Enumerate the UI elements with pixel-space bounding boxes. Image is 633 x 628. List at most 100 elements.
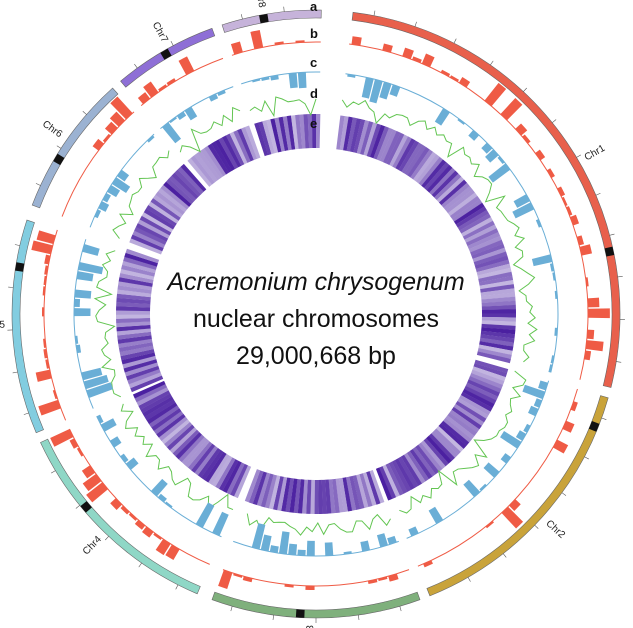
track-b-bar bbox=[509, 499, 521, 511]
track-b-bar bbox=[143, 81, 159, 98]
track-e-cell bbox=[413, 151, 437, 182]
track-e-cell bbox=[453, 403, 485, 426]
track-e-cell bbox=[122, 260, 156, 274]
track-c-bar bbox=[512, 202, 535, 219]
track-e-cell bbox=[233, 465, 252, 499]
track-e-cell bbox=[117, 335, 152, 344]
track-e-cell bbox=[392, 136, 412, 169]
scale-tick bbox=[12, 371, 18, 374]
track-e-cell bbox=[349, 118, 362, 153]
track-c-bar bbox=[387, 535, 397, 545]
track-b-bar bbox=[412, 56, 422, 63]
track-b-bar bbox=[546, 168, 555, 178]
track-e-cell bbox=[120, 268, 155, 281]
track-e-cell bbox=[201, 449, 224, 481]
track-e-cell bbox=[218, 459, 239, 491]
track-c-bar bbox=[522, 384, 546, 400]
track-e-cell bbox=[404, 144, 427, 176]
track-b-bar bbox=[585, 340, 604, 352]
track-b-baseline bbox=[222, 569, 410, 587]
scale-tick bbox=[414, 21, 417, 27]
track-e-cell bbox=[264, 474, 277, 509]
track-b-bar bbox=[86, 482, 108, 503]
track-c-bar bbox=[146, 135, 155, 143]
track-b-bar bbox=[158, 84, 168, 92]
track-c-bar bbox=[481, 142, 493, 154]
track-e-cell bbox=[421, 159, 447, 189]
track-e-cell bbox=[443, 185, 473, 211]
track-e-cell bbox=[244, 125, 261, 159]
track-e-cell bbox=[165, 178, 194, 205]
track-e-cell bbox=[480, 330, 515, 339]
track-b-bar bbox=[423, 560, 433, 568]
track-e-cell bbox=[451, 406, 482, 430]
track-e-cell bbox=[116, 328, 151, 336]
chromosome-band-chr6 bbox=[31, 87, 119, 209]
chromosome-band-chr5 bbox=[11, 219, 44, 434]
chromosome-label-chr7: Chr7 bbox=[150, 20, 170, 45]
track-e-cell bbox=[270, 118, 282, 153]
track-b-bar bbox=[449, 75, 459, 82]
track-b-bar bbox=[31, 240, 53, 255]
track-e-cell bbox=[187, 441, 213, 471]
track-e-cell bbox=[471, 243, 505, 259]
scale-tick bbox=[272, 614, 274, 621]
scale-tick bbox=[601, 417, 607, 420]
track-b-bar bbox=[81, 465, 96, 479]
track-b-bar bbox=[102, 133, 111, 143]
track-e-cell bbox=[207, 143, 230, 175]
chromosome-label-chr3: Chr3 bbox=[305, 625, 316, 628]
track-e-cell bbox=[382, 464, 400, 498]
track-e-cell bbox=[118, 281, 153, 291]
track-e-cell bbox=[461, 217, 493, 237]
track-b-bar bbox=[142, 526, 154, 538]
track-e-cell bbox=[468, 235, 502, 253]
track-b-bar bbox=[587, 297, 600, 308]
track-e-cell bbox=[475, 259, 510, 273]
track-e-cell bbox=[366, 123, 382, 158]
track-e-cell bbox=[382, 131, 401, 164]
track-e-cell bbox=[237, 128, 254, 162]
track-b-bar bbox=[230, 41, 243, 55]
track-e-cell bbox=[394, 458, 415, 491]
track-c-bar bbox=[288, 72, 298, 89]
track-e-cell bbox=[293, 478, 301, 514]
track-e-cell bbox=[282, 116, 292, 151]
track-e-cell bbox=[128, 372, 162, 389]
track-b-bar bbox=[233, 573, 243, 578]
track-e-cell bbox=[480, 284, 515, 293]
track-e-cell bbox=[163, 181, 192, 207]
track-b-bar bbox=[579, 244, 593, 256]
track-e-cell bbox=[204, 451, 227, 483]
track-e-cell bbox=[174, 169, 202, 197]
track-c-bar bbox=[251, 523, 266, 550]
track-e-cell bbox=[379, 466, 397, 499]
track-c-bar bbox=[347, 74, 356, 78]
track-c-bar bbox=[479, 483, 487, 491]
track-e-cell bbox=[226, 462, 245, 495]
track-e-cell bbox=[343, 116, 353, 151]
centromere-chr3 bbox=[295, 609, 305, 618]
track-c-bar bbox=[324, 542, 334, 556]
center-genome-size: 29,000,668 bp bbox=[236, 342, 396, 370]
track-e-cell bbox=[336, 115, 345, 150]
track-e-cell bbox=[119, 272, 154, 284]
track-b-bar bbox=[501, 506, 524, 529]
track-e-cell bbox=[481, 320, 516, 327]
track-c-bar bbox=[260, 534, 272, 552]
track-e-cell bbox=[481, 316, 516, 322]
scale-tick bbox=[534, 524, 539, 529]
track-e-cell bbox=[119, 345, 154, 357]
track-b-bar bbox=[242, 576, 253, 583]
track-e-cell bbox=[125, 365, 160, 381]
track-e-cell bbox=[171, 172, 199, 200]
scale-tick bbox=[50, 470, 56, 474]
track-c-bar bbox=[376, 533, 388, 548]
track-b-bar bbox=[137, 92, 151, 105]
track-e-cell bbox=[160, 184, 190, 210]
track-e-cell bbox=[118, 277, 153, 287]
track-c-bar bbox=[125, 457, 139, 470]
track-e-cell bbox=[415, 154, 440, 184]
track-e-cell bbox=[479, 337, 514, 347]
track-e-cell bbox=[426, 435, 452, 464]
